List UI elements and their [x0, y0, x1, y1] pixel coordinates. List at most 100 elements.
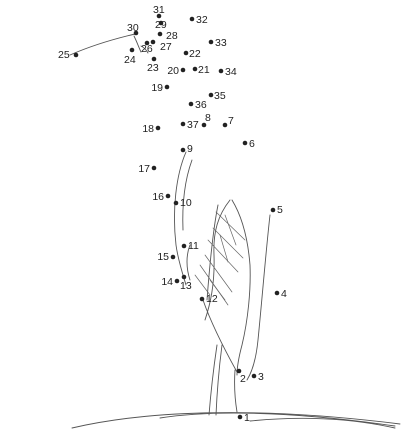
dot-number-label: 13	[180, 280, 192, 292]
dot-marker	[199, 296, 205, 302]
dot-number-label: 10	[180, 197, 192, 209]
dot-number-label: 31	[153, 4, 165, 16]
dot-number-label: 2	[240, 373, 246, 385]
numbered-dot: 23	[147, 56, 159, 74]
dot-number-label: 23	[147, 62, 159, 74]
numbered-dot: 16	[152, 191, 171, 203]
bird-body-outline	[202, 199, 271, 381]
dot-marker	[73, 52, 79, 58]
dot-marker	[188, 101, 194, 107]
dot-marker	[270, 207, 276, 213]
dot-marker	[157, 31, 163, 37]
numbered-dot: 6	[242, 138, 255, 150]
dot-number-label: 24	[124, 54, 136, 66]
dot-number-label: 11	[188, 240, 199, 252]
dot-number-label: 14	[161, 276, 173, 288]
dot-number-label: 20	[167, 65, 179, 77]
dot-marker	[151, 165, 157, 171]
numbered-dot: 14	[161, 276, 180, 288]
numbered-dot: 27	[150, 39, 172, 53]
dot-marker	[201, 122, 207, 128]
dot-marker	[237, 414, 243, 420]
dot-number-label: 35	[214, 90, 226, 102]
numbered-dot: 20	[167, 65, 186, 77]
dot-marker	[251, 373, 257, 379]
dot-number-label: 16	[152, 191, 164, 203]
numbered-dot: 12	[199, 293, 218, 305]
dot-number-label: 17	[138, 163, 150, 175]
numbered-dot: 37	[180, 119, 199, 131]
dot-marker	[164, 84, 170, 90]
dot-marker	[208, 39, 214, 45]
dot-number-label: 29	[155, 19, 167, 31]
dot-number-label: 34	[225, 66, 237, 78]
dot-marker	[144, 40, 150, 46]
dot-number-label: 6	[249, 138, 255, 150]
numbered-dot: 28	[157, 30, 178, 42]
numbered-dot: 1	[237, 412, 250, 424]
dot-marker	[180, 121, 186, 127]
numbered-dot: 33	[208, 37, 227, 49]
dot-number-label: 30	[127, 22, 139, 34]
dot-marker	[242, 140, 248, 146]
numbered-dot: 2	[236, 368, 246, 385]
numbered-dot: 15	[157, 251, 176, 263]
numbered-dot: 17	[138, 163, 157, 175]
dot-number-label: 1	[244, 412, 250, 424]
dot-number-label: 19	[151, 82, 163, 94]
dot-marker	[180, 147, 186, 153]
dot-marker	[189, 16, 195, 22]
dot-number-label: 37	[187, 119, 199, 131]
dot-marker	[156, 13, 162, 19]
numbered-dot: 5	[270, 204, 283, 216]
numbered-dot: 18	[142, 123, 161, 135]
dot-marker	[151, 56, 157, 62]
ground-lines	[71, 412, 401, 429]
dot-number-label: 36	[195, 99, 207, 111]
numbered-dot: 26	[141, 40, 153, 55]
dot-marker	[150, 39, 156, 45]
numbered-dot: 11	[181, 240, 199, 252]
dot-marker	[181, 274, 187, 280]
dot-marker	[165, 193, 171, 199]
bird-head-outline	[69, 33, 149, 56]
dot-number-label: 9	[187, 143, 193, 155]
dot-marker	[129, 47, 135, 53]
dot-marker	[192, 66, 198, 72]
dot-number-label: 33	[215, 37, 227, 49]
dot-marker	[170, 254, 176, 260]
dot-number-label: 26	[141, 43, 153, 55]
dot-marker	[174, 278, 180, 284]
dot-marker	[158, 20, 164, 26]
numbered-dot: 36	[188, 99, 207, 111]
dot-number-label: 21	[198, 64, 210, 76]
numbered-dot: 13	[180, 274, 192, 292]
dot-marker	[236, 368, 242, 374]
dot-number-label: 12	[206, 293, 218, 305]
numbered-dot: 4	[274, 288, 287, 300]
dot-marker	[180, 67, 186, 73]
dot-number-label: 7	[228, 115, 234, 127]
dot-number-label: 5	[277, 204, 283, 216]
numbered-dot: 3	[251, 371, 264, 383]
dot-number-label: 25	[58, 49, 70, 61]
dot-marker	[218, 68, 224, 74]
dot-marker	[274, 290, 280, 296]
dot-marker	[133, 30, 139, 36]
dot-marker	[183, 50, 189, 56]
numbered-dot: 35	[208, 90, 226, 102]
feather-hatching	[194, 211, 246, 306]
dot-marker	[222, 122, 228, 128]
numbered-dot: 29	[155, 19, 167, 31]
numbered-dot: 9	[180, 143, 193, 155]
numbered-dot: 21	[192, 64, 210, 76]
bird-legs-outline	[208, 344, 238, 416]
dot-marker	[208, 92, 214, 98]
dot-number-label: 4	[281, 288, 287, 300]
dot-marker	[155, 125, 161, 131]
numbered-dot: 10	[173, 197, 192, 209]
numbered-dot: 24	[124, 47, 136, 66]
numbered-dot: 8	[201, 112, 211, 128]
